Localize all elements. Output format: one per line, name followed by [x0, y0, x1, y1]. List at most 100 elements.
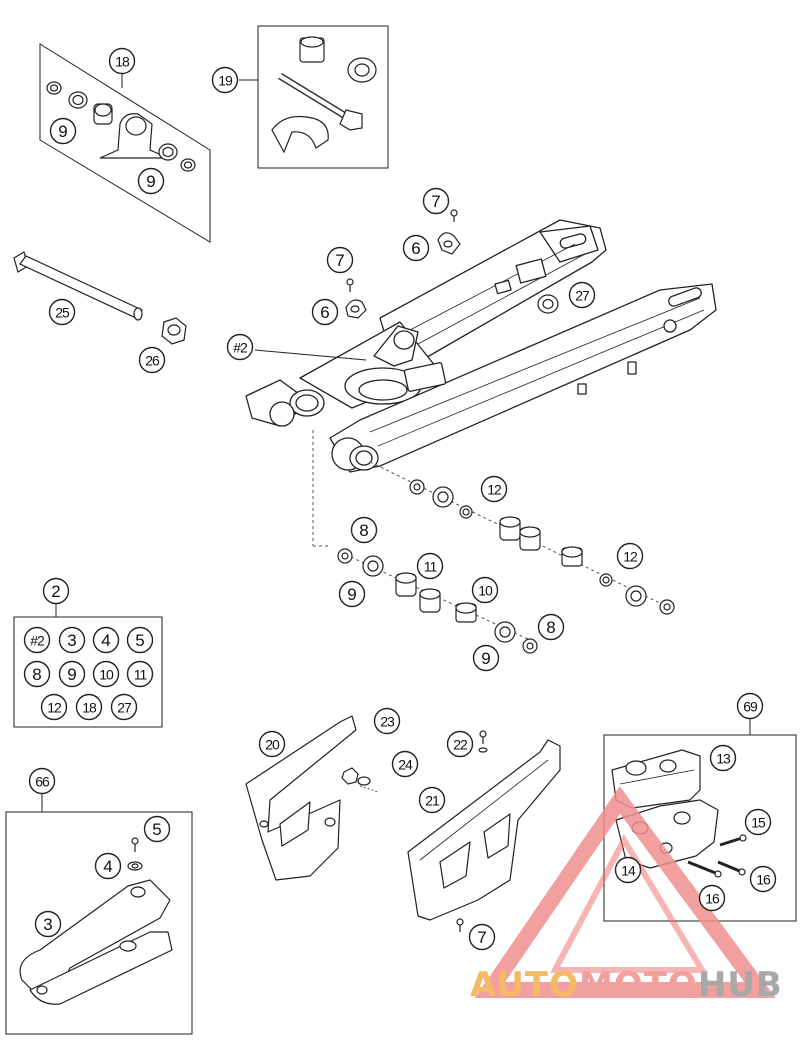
washer-part-4: [127, 861, 143, 871]
callout-l10a: 10: [471, 576, 499, 604]
callout-circle: [698, 884, 726, 912]
chain-slider-part-3: [19, 879, 173, 1005]
callout-k_5: 5: [126, 626, 154, 654]
bolt-part-22: [478, 730, 488, 753]
bolt-part-15: [719, 834, 747, 847]
callout-circle: [42, 577, 70, 605]
callout-number: 18: [115, 54, 130, 70]
callout-number: 4: [103, 857, 112, 876]
callout-k_3: 3: [58, 626, 86, 654]
chain-guard-part-21: [407, 739, 561, 921]
bearing-stack-upper: [409, 479, 675, 615]
callout-l2: 2: [42, 577, 70, 605]
callout-circle: [92, 626, 120, 654]
callout-circle: [736, 692, 764, 720]
watermark-triangle-icon: [474, 786, 776, 998]
callout-number: 11: [424, 559, 438, 575]
washer-part-24: [357, 776, 371, 786]
callout-circle: [126, 626, 154, 654]
callout-number: 15: [751, 815, 766, 831]
callout-l25: 25: [48, 298, 76, 326]
callout-number: 5: [135, 631, 144, 650]
callout-circle: [137, 167, 165, 195]
callout-k_9: 9: [58, 660, 86, 688]
callout-l15: 15: [744, 808, 772, 836]
callout-circle: [311, 298, 339, 326]
callout-number: #2: [30, 633, 45, 649]
callout-l19: 19: [211, 66, 239, 94]
callout-l22: 22: [446, 730, 474, 758]
callout-l12b: 12: [616, 542, 644, 570]
nut-part-23: [341, 767, 359, 785]
callout-circle: [709, 744, 737, 772]
callout-l12a: 12: [480, 475, 508, 503]
kit-18-parts: [46, 81, 196, 172]
bolt-part-7a: [450, 209, 458, 222]
kit-19-parts: [271, 36, 377, 154]
swingarm: [245, 219, 717, 473]
callout-number: 16: [705, 891, 720, 907]
callout-number: 9: [146, 172, 155, 191]
callout-l6a: 6: [402, 234, 430, 262]
clip-part-6a: [437, 232, 461, 255]
callout-circle: [568, 281, 596, 309]
callout-circle: [614, 856, 642, 884]
kit-2-box: [13, 616, 163, 728]
kit-66-box: [5, 811, 193, 1035]
callout-number: 19: [218, 73, 233, 89]
callout-number: 10: [478, 583, 493, 599]
callout-l5: 5: [143, 815, 171, 843]
axle-part-25: [13, 251, 143, 321]
callout-circle: [49, 117, 77, 145]
callout-circle: [28, 767, 56, 795]
callout-l4: 4: [94, 852, 122, 880]
callout-number: 21: [425, 793, 440, 809]
callout-circle: [416, 552, 444, 580]
callout-number: 27: [575, 288, 590, 304]
callout-number: 27: [117, 700, 132, 716]
bushing-part-27: [537, 294, 559, 314]
callout-l21: 21: [418, 786, 446, 814]
callout-l6b: 6: [311, 298, 339, 326]
callout-circle: [749, 865, 777, 893]
callout-circle: [472, 644, 500, 672]
callout-number: 3: [67, 631, 76, 650]
callout-number: 13: [716, 751, 731, 767]
callout-number: 2: [51, 582, 60, 601]
bearing-stack-lower: [337, 548, 538, 654]
callout-number: 4: [101, 631, 110, 650]
callout-number: 18: [82, 700, 97, 716]
watermark-text-auto: AUTO: [470, 965, 579, 1005]
callout-l13: 13: [709, 744, 737, 772]
callout-l8a: 8: [350, 516, 378, 544]
callout-number: 66: [35, 774, 50, 790]
bolts-part-16: [687, 860, 746, 878]
callout-number: 7: [431, 192, 440, 211]
callout-number: 9: [58, 122, 67, 141]
callout-circle: [138, 346, 166, 374]
callout-number: #2: [233, 340, 248, 356]
callout-circle: [40, 693, 68, 721]
callout-l3: 3: [34, 910, 62, 938]
bolt-part-5: [131, 837, 139, 852]
callout-number: 5: [152, 820, 161, 839]
callout-circle: [126, 660, 154, 688]
callout-l7b: 7: [326, 246, 354, 274]
callout-circle: [226, 333, 254, 361]
callout-number: 9: [67, 665, 76, 684]
callout-number: 6: [411, 239, 420, 258]
callout-circle: [48, 298, 76, 326]
callout-circle: [422, 187, 450, 215]
callout-l16a: 16: [698, 884, 726, 912]
callout-circle: [418, 786, 446, 814]
callout-number: 10: [99, 667, 114, 683]
kit-19-box: [257, 25, 389, 169]
callout-k_11: 11: [126, 660, 154, 688]
callout-l66: 66: [28, 767, 56, 795]
callout-l9a: 9: [49, 117, 77, 145]
callout-circle: [326, 246, 354, 274]
callout-number: 23: [380, 714, 395, 730]
clip-part-6b: [345, 299, 367, 319]
callout-number: 22: [453, 737, 468, 753]
callout-l9d: 9: [472, 644, 500, 672]
